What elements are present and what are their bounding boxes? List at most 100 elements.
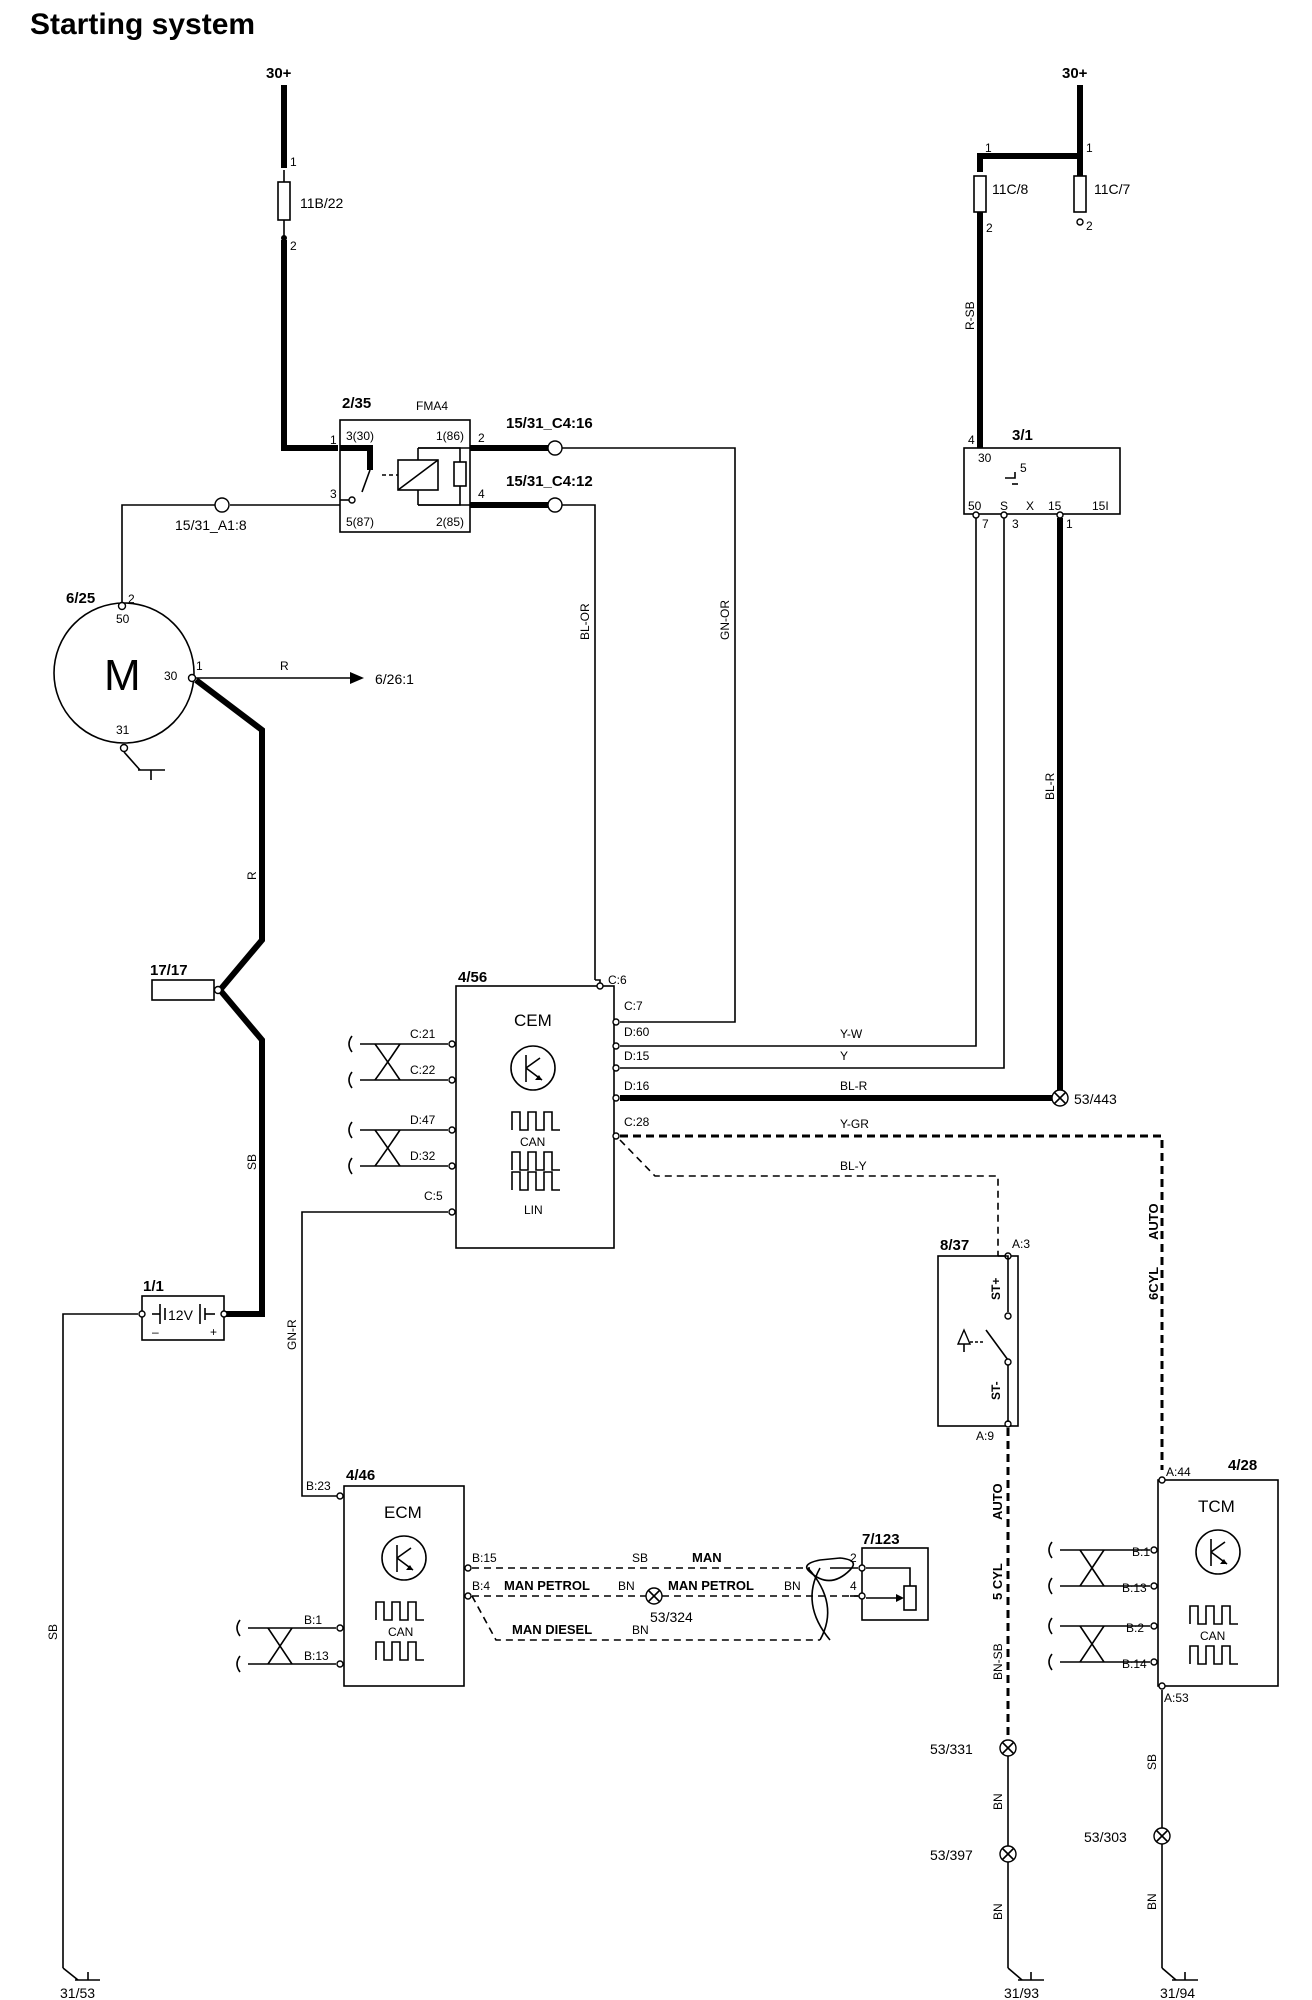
relay-id: 2/35: [342, 395, 371, 412]
svg-text:C:21: C:21: [410, 1027, 436, 1041]
connector-c4-12: 15/31_C4:12: [506, 473, 593, 490]
power-label-left: 30+: [266, 65, 292, 82]
svg-text:MAN PETROL: MAN PETROL: [504, 1578, 590, 1593]
svg-text:C:28: C:28: [624, 1115, 650, 1129]
tcm-module: [1157, 1479, 1279, 1687]
svg-text:B:4: B:4: [472, 1579, 490, 1593]
cem-module: [455, 985, 615, 1249]
svg-text:C:6: C:6: [608, 973, 627, 987]
fuse-11b22: [277, 181, 291, 221]
svg-text:D:32: D:32: [410, 1149, 436, 1163]
svg-text:R: R: [245, 871, 259, 880]
ground-31-53: 31/53: [60, 1985, 95, 2000]
svg-text:GN-R: GN-R: [285, 1319, 299, 1350]
svg-text:TCM: TCM: [1198, 1497, 1235, 1516]
svg-text:MAN: MAN: [692, 1550, 722, 1565]
svg-text:ECM: ECM: [384, 1503, 422, 1522]
svg-text:50: 50: [968, 499, 982, 513]
svg-text:CAN: CAN: [388, 1625, 413, 1639]
svg-text:MAN DIESEL: MAN DIESEL: [512, 1622, 592, 1637]
ref-6-26-1: 6/26:1: [375, 671, 414, 687]
battery-id: 1/1: [143, 1278, 164, 1295]
fuse-11b22-label: 11B/22: [300, 195, 344, 211]
svg-text:B:1: B:1: [304, 1613, 322, 1627]
svg-text:1: 1: [290, 155, 297, 169]
svg-text:A:53: A:53: [1164, 1691, 1189, 1705]
svg-text:11C/8: 11C/8: [992, 181, 1029, 197]
fuse-11c8: [973, 175, 987, 213]
svg-text:C:5: C:5: [424, 1189, 443, 1203]
svg-text:6CYL: 6CYL: [1146, 1267, 1161, 1300]
svg-text:LIN: LIN: [524, 1203, 543, 1217]
svg-text:AUTO: AUTO: [990, 1483, 1005, 1520]
svg-text:BN: BN: [632, 1623, 649, 1637]
svg-text:BL-R: BL-R: [1043, 772, 1057, 800]
ecm-module: [343, 1485, 465, 1687]
svg-text:MAN PETROL: MAN PETROL: [668, 1578, 754, 1593]
svg-text:S: S: [1000, 499, 1008, 513]
svg-text:Y-GR: Y-GR: [840, 1117, 869, 1131]
splice-53-443: 53/443: [1074, 1091, 1117, 1107]
svg-text:+: +: [210, 1325, 217, 1339]
fuse-11c7: [1073, 175, 1087, 213]
svg-text:1: 1: [1086, 141, 1093, 155]
svg-text:3: 3: [1012, 517, 1019, 531]
tcm-id: 4/28: [1228, 1457, 1257, 1474]
svg-text:Y: Y: [840, 1049, 848, 1063]
ground-31-94: 31/94: [1160, 1985, 1195, 2000]
svg-text:BL-Y: BL-Y: [840, 1159, 867, 1173]
sensor-7-123: [861, 1547, 929, 1621]
svg-text:D:15: D:15: [624, 1049, 650, 1063]
svg-text:B:13: B:13: [304, 1649, 329, 1663]
svg-text:–: –: [152, 1325, 159, 1339]
svg-text:D:16: D:16: [624, 1079, 650, 1093]
svg-text:GN-OR: GN-OR: [718, 600, 732, 640]
svg-text:11C/7: 11C/7: [1094, 181, 1131, 197]
svg-text:B:2: B:2: [1126, 1621, 1144, 1635]
svg-text:C:22: C:22: [410, 1063, 436, 1077]
svg-text:1: 1: [330, 433, 337, 447]
svg-text:D:47: D:47: [410, 1113, 436, 1127]
svg-text:A:9: A:9: [976, 1429, 994, 1443]
svg-text:ST+: ST+: [989, 1278, 1003, 1300]
svg-text:ST-: ST-: [989, 1381, 1003, 1400]
svg-text:SB: SB: [245, 1154, 259, 1170]
svg-text:1: 1: [196, 659, 203, 673]
sensor-7-123-id: 7/123: [862, 1531, 900, 1548]
svg-text:B:13: B:13: [1122, 1581, 1147, 1595]
connector-a1-8: 15/31_A1:8: [175, 517, 247, 533]
svg-text:B:1: B:1: [1132, 1545, 1150, 1559]
svg-text:30: 30: [978, 451, 992, 465]
svg-text:2: 2: [986, 221, 993, 235]
cem-id: 4/56: [458, 969, 487, 986]
svg-text:1: 1: [985, 141, 992, 155]
svg-text:R: R: [280, 659, 289, 673]
svg-text:R-SB: R-SB: [963, 301, 977, 330]
svg-text:1: 1: [1066, 517, 1073, 531]
svg-text:4: 4: [968, 433, 975, 447]
splice-53-303: 53/303: [1084, 1829, 1127, 1845]
svg-text:BN: BN: [784, 1579, 801, 1593]
connector-c4-16: 15/31_C4:16: [506, 415, 593, 432]
splice-53-331: 53/331: [930, 1741, 973, 1757]
svg-text:1(86): 1(86): [436, 429, 464, 443]
svg-text:BN: BN: [1145, 1893, 1159, 1910]
splice-53-397: 53/397: [930, 1847, 973, 1863]
ignition-id: 3/1: [1012, 427, 1033, 444]
svg-text:CAN: CAN: [1200, 1629, 1225, 1643]
splice-53-324: 53/324: [650, 1609, 693, 1625]
switch-8-37-id: 8/37: [940, 1237, 969, 1254]
svg-text:2(85): 2(85): [436, 515, 464, 529]
svg-text:15I: 15I: [1092, 499, 1109, 513]
svg-text:CEM: CEM: [514, 1011, 552, 1030]
svg-text:D:60: D:60: [624, 1025, 650, 1039]
svg-text:SB: SB: [46, 1624, 60, 1640]
relay-name: FMA4: [416, 399, 448, 413]
svg-text:3(30): 3(30): [346, 429, 374, 443]
svg-text:B:15: B:15: [472, 1551, 497, 1565]
svg-text:2: 2: [850, 1551, 857, 1565]
svg-text:5: 5: [1020, 461, 1027, 475]
svg-text:A:44: A:44: [1166, 1465, 1191, 1479]
svg-text:7: 7: [982, 517, 989, 531]
svg-text:2: 2: [1086, 219, 1093, 233]
